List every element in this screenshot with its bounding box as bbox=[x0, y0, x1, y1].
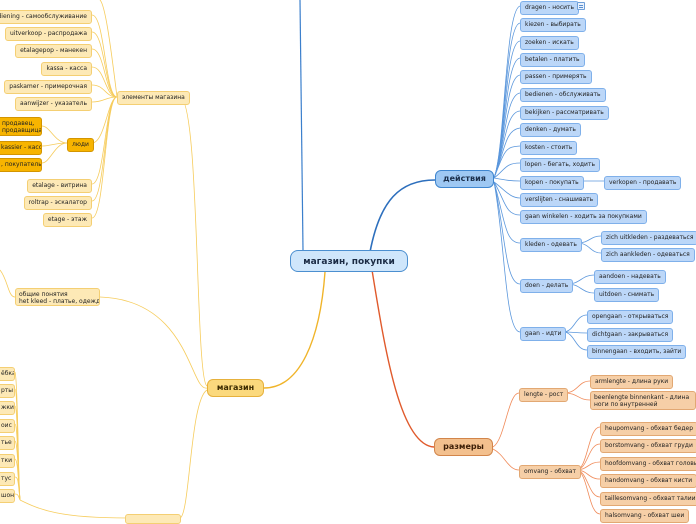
item-bekijken[interactable]: bekijken - рассматривать bbox=[520, 106, 609, 120]
item-hoofdomvang[interactable]: hoofdomvang - обхват головы bbox=[600, 457, 696, 471]
item-uitdoen[interactable]: uitdoen - снимать bbox=[594, 288, 660, 302]
item-bediening[interactable]: bediening - самообслуживание bbox=[0, 10, 92, 24]
item-partial-bottom[interactable] bbox=[125, 514, 181, 524]
item-borstomvang[interactable]: borstomvang - обхват груди bbox=[600, 439, 696, 453]
item-roltrap[interactable]: roltrap - эскалатор bbox=[23, 196, 92, 210]
item-opengaan[interactable]: opengaan - открываться bbox=[587, 310, 674, 324]
item-gaan[interactable]: gaan - идти bbox=[520, 327, 567, 341]
item-bedienen[interactable]: bedienen - обслуживать bbox=[520, 88, 606, 102]
item-partial-6[interactable]: тки bbox=[0, 454, 15, 468]
item-verslijten[interactable]: verslijten - снашивать bbox=[520, 193, 599, 207]
item-handomvang[interactable]: handomvang - обхват кисти bbox=[600, 474, 696, 488]
item-betalen[interactable]: betalen - платить bbox=[520, 53, 585, 67]
item-denken[interactable]: denken - думать bbox=[520, 123, 581, 137]
note-icon[interactable] bbox=[577, 2, 585, 10]
item-zoeken[interactable]: zoeken - искать bbox=[520, 36, 579, 50]
item-prodavets[interactable]: продавец, продавщица bbox=[0, 117, 42, 136]
item-kopen[interactable]: kopen - покупать bbox=[520, 176, 584, 190]
item-lengte[interactable]: lengte - рост bbox=[519, 388, 569, 402]
item-omvang[interactable]: omvang - обхват bbox=[519, 465, 581, 479]
item-gaan-winkelen[interactable]: gaan winkelen - ходить за покупками bbox=[520, 210, 647, 224]
item-kassier[interactable]: kassier - кассир bbox=[0, 141, 42, 155]
item-partial-1[interactable]: ёбка bbox=[0, 367, 15, 381]
item-taillesomvang[interactable]: taillesomvang - обхват талии bbox=[600, 492, 696, 506]
item-armlengte[interactable]: armlengte - длина руки bbox=[590, 375, 674, 389]
item-partial-3[interactable]: жки bbox=[0, 401, 15, 415]
item-pokupatel[interactable]: , покупатель bbox=[0, 158, 42, 172]
item-kosten[interactable]: kosten - стоить bbox=[520, 141, 578, 155]
item-doen[interactable]: doen - делать bbox=[520, 279, 574, 293]
central-topic[interactable]: магазин, покупки bbox=[290, 250, 408, 272]
item-aandoen[interactable]: aandoen - надевать bbox=[594, 270, 666, 284]
item-partial-5[interactable]: тье bbox=[0, 436, 15, 450]
item-heupomvang[interactable]: heupomvang - обхват бедер bbox=[600, 422, 696, 436]
item-kassa[interactable]: kassa - касса bbox=[41, 62, 92, 76]
item-verkopen[interactable]: verkopen - продавать bbox=[604, 176, 682, 190]
item-partial-8[interactable]: шон bbox=[0, 489, 15, 503]
topic-deistvia[interactable]: действия bbox=[435, 170, 494, 188]
item-binnengaan[interactable]: binnengaan - входить, зайти bbox=[587, 345, 687, 359]
item-partial-2[interactable]: рты bbox=[0, 384, 15, 398]
item-lopen[interactable]: lopen - бегать, ходить bbox=[520, 158, 600, 172]
item-passen[interactable]: passen - примерять bbox=[520, 70, 592, 84]
item-zich-aankleden[interactable]: zich aankleden - одеваться bbox=[601, 248, 695, 262]
item-etalage[interactable]: etalage - витрина bbox=[27, 179, 92, 193]
item-paskamer[interactable]: paskamer - примерочная bbox=[4, 80, 92, 94]
item-elementy[interactable]: элементы магазина bbox=[117, 91, 190, 105]
topic-magazin[interactable]: магазин bbox=[207, 379, 264, 397]
item-dichtgaan[interactable]: dichtgaan - закрываться bbox=[587, 328, 674, 342]
item-etalagepop[interactable]: etalagepop - манекен bbox=[15, 44, 92, 58]
item-partial-4[interactable]: оис bbox=[0, 419, 15, 433]
item-kiezen[interactable]: kiezen - выбирать bbox=[520, 18, 586, 32]
item-uitverkoop[interactable]: uitverkoop - распродажа bbox=[4, 27, 92, 41]
item-zich-uitkleden[interactable]: zich uitkleden - раздеваться bbox=[601, 231, 696, 245]
item-beenlengte[interactable]: beenlengte binnenkant - длина ноги по вн… bbox=[590, 391, 696, 410]
item-kleden[interactable]: kleden - одевать bbox=[520, 238, 582, 252]
item-obshie[interactable]: общие понятия het kleed - платье, одежда bbox=[15, 288, 100, 306]
item-partial-7[interactable]: тус bbox=[0, 472, 15, 486]
item-dragen[interactable]: dragen - носить bbox=[520, 1, 580, 15]
topic-razmery[interactable]: размеры bbox=[434, 438, 493, 456]
item-ljudi[interactable]: люди bbox=[67, 138, 94, 152]
item-halsomvang[interactable]: halsomvang - обхват шеи bbox=[600, 509, 690, 523]
item-etage[interactable]: etage - этаж bbox=[42, 213, 92, 227]
item-aanwijzer[interactable]: aanwijzer - указатель bbox=[15, 97, 92, 111]
